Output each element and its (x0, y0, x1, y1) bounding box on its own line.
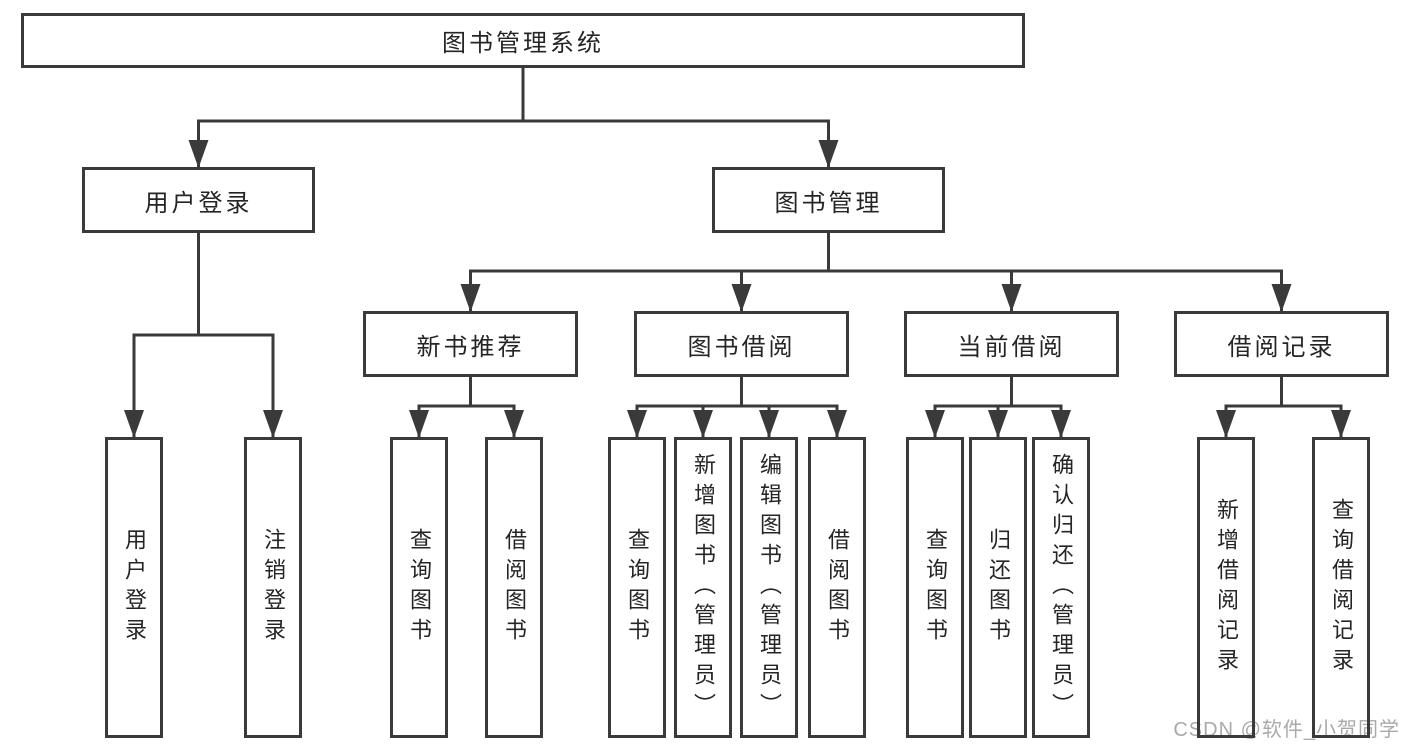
node-new-book-recommend: 新书推荐 (363, 311, 578, 377)
leaf-nbr-query-book-label: 查询图书 (407, 527, 432, 648)
connector-root-to-level2 (188, 66, 839, 169)
node-book-management: 图书管理 (712, 167, 945, 233)
leaf-br-query-record: 查询借阅记录 (1312, 437, 1370, 738)
connector-user-login-group (124, 231, 283, 439)
leaf-cb-return-book-label: 归还图书 (986, 527, 1011, 648)
node-current-borrow: 当前借阅 (904, 311, 1119, 377)
leaf-cb-query-book: 查询图书 (906, 437, 964, 738)
leaf-nbr-borrow-book: 借阅图书 (485, 437, 543, 738)
leaf-bb-add-book-admin: 新增图书（管理员） (674, 437, 732, 738)
leaf-logout-label: 注销登录 (261, 527, 286, 648)
node-user-login-group: 用户登录 (82, 167, 315, 233)
leaf-bb-borrow-book-label: 借阅图书 (825, 527, 850, 648)
leaf-bb-query-book-label: 查询图书 (625, 527, 650, 648)
leaf-br-add-record: 新增借阅记录 (1197, 437, 1255, 738)
connector-new-book-recommend-group (409, 375, 524, 439)
leaf-bb-add-book-admin-label: 新增图书（管理员） (691, 452, 716, 723)
leaf-cb-confirm-return-admin: 确认归还（管理员） (1032, 437, 1090, 738)
node-borrow-records: 借阅记录 (1174, 311, 1389, 377)
leaf-bb-query-book: 查询图书 (608, 437, 666, 738)
connector-book-management-group (460, 231, 1292, 313)
leaf-nbr-query-book: 查询图书 (390, 437, 448, 738)
leaf-nbr-borrow-book-label: 借阅图书 (502, 527, 527, 648)
leaf-user-login: 用户登录 (105, 437, 163, 738)
leaf-bb-borrow-book: 借阅图书 (808, 437, 866, 738)
leaf-cb-confirm-return-admin-label: 确认归还（管理员） (1049, 452, 1074, 723)
leaf-user-login-label: 用户登录 (122, 527, 147, 648)
leaf-cb-return-book: 归还图书 (969, 437, 1027, 738)
node-book-borrow: 图书借阅 (634, 311, 849, 377)
leaf-bb-edit-book-admin: 编辑图书（管理员） (740, 437, 798, 738)
leaf-bb-edit-book-admin-label: 编辑图书（管理员） (757, 452, 782, 723)
connector-book-borrow-group (627, 375, 847, 439)
leaf-br-query-record-label: 查询借阅记录 (1329, 497, 1354, 678)
leaf-br-add-record-label: 新增借阅记录 (1214, 497, 1239, 678)
leaf-logout: 注销登录 (244, 437, 302, 738)
node-root: 图书管理系统 (21, 13, 1025, 68)
connector-borrow-records-group (1216, 375, 1351, 439)
connector-current-borrow-group (925, 375, 1071, 439)
leaf-cb-query-book-label: 查询图书 (923, 527, 948, 648)
